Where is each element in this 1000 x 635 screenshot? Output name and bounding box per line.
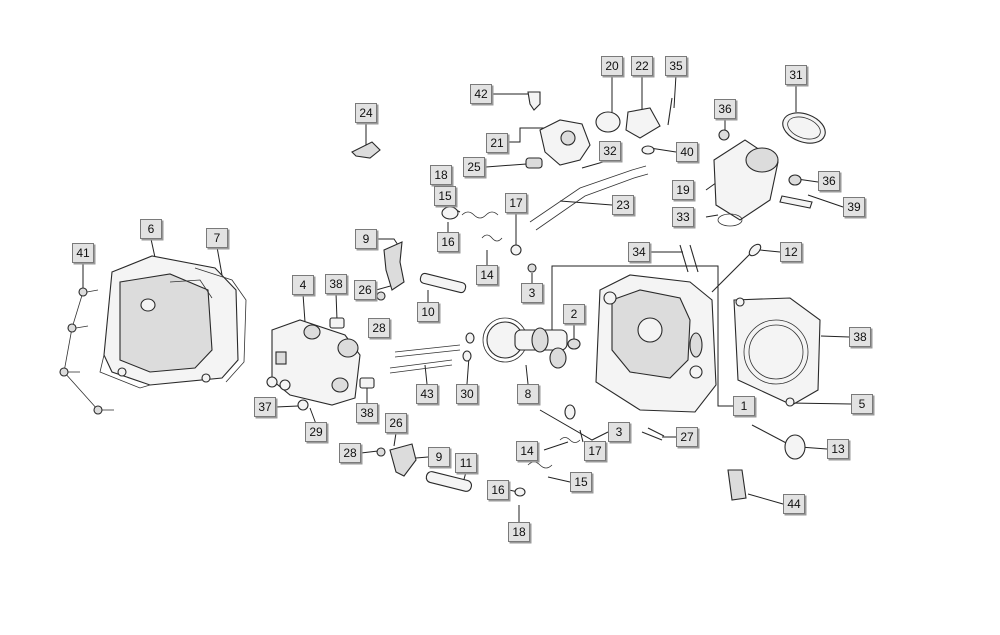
dowel-pin: [359, 377, 375, 389]
callout-18: 18: [430, 165, 452, 185]
callout-3: 3: [608, 422, 630, 442]
callout-17: 17: [584, 441, 606, 461]
callout-21: 21: [486, 133, 508, 153]
callout-37: 37: [254, 397, 276, 417]
bracket: [351, 141, 381, 159]
cylinder-head: [595, 274, 717, 413]
callout-26: 26: [354, 280, 376, 300]
callout-28: 28: [368, 318, 390, 338]
callout-9: 9: [428, 447, 450, 467]
callout-4: 4: [292, 275, 314, 295]
camshaft: [482, 317, 568, 369]
callout-10: 10: [417, 302, 439, 322]
callout-31: 31: [785, 65, 807, 85]
callout-20: 20: [601, 56, 623, 76]
callout-13: 13: [827, 439, 849, 459]
rocker-shaft: [425, 471, 473, 492]
callout-19: 19: [672, 180, 694, 200]
callout-11: 11: [455, 453, 477, 473]
callout-6: 6: [140, 219, 162, 239]
callout-7: 7: [206, 228, 228, 248]
callout-5: 5: [851, 394, 873, 414]
callout-30: 30: [456, 384, 478, 404]
dowel-pin: [329, 317, 345, 329]
callout-14: 14: [476, 265, 498, 285]
hose-clamp: [782, 112, 826, 144]
callout-43: 43: [416, 384, 438, 404]
rocker-arm: [383, 241, 405, 291]
callout-36: 36: [714, 99, 736, 119]
callout-8: 8: [517, 384, 539, 404]
callout-17: 17: [505, 193, 527, 213]
callout-26: 26: [385, 413, 407, 433]
callout-14: 14: [516, 441, 538, 461]
intake-manifold: [713, 139, 779, 221]
callout-18: 18: [508, 522, 530, 542]
cylinder-head-cover: [99, 255, 239, 389]
callout-33: 33: [672, 207, 694, 227]
callout-1: 1: [733, 396, 755, 416]
callout-38: 38: [325, 274, 347, 294]
spring: [567, 338, 581, 350]
callout-38: 38: [356, 403, 378, 423]
callout-44: 44: [783, 494, 805, 514]
callout-38: 38: [849, 327, 871, 347]
thermostat-housing: [525, 119, 591, 169]
callout-23: 23: [612, 195, 634, 215]
callout-22: 22: [631, 56, 653, 76]
callout-2: 2: [563, 304, 585, 324]
callout-42: 42: [470, 84, 492, 104]
rocker-shaft: [419, 272, 467, 294]
callout-9: 9: [355, 229, 377, 249]
callout-27: 27: [676, 427, 698, 447]
callout-40: 40: [676, 142, 698, 162]
callout-36: 36: [818, 171, 840, 191]
callout-28: 28: [339, 443, 361, 463]
rocker-arm: [389, 443, 417, 477]
callout-41: 41: [72, 243, 94, 263]
callout-16: 16: [487, 480, 509, 500]
callout-32: 32: [599, 141, 621, 161]
valve-springs-top: [441, 206, 522, 256]
callout-15: 15: [570, 472, 592, 492]
callout-16: 16: [437, 232, 459, 252]
callout-15: 15: [434, 186, 456, 206]
cylinder-head-gasket: [733, 297, 821, 407]
callout-34: 34: [628, 242, 650, 262]
spark-plug: [727, 469, 747, 501]
callout-39: 39: [843, 197, 865, 217]
cover-bolts: [59, 287, 114, 415]
callout-25: 25: [463, 157, 485, 177]
callout-24: 24: [355, 103, 377, 123]
rocker-arm-holder: [266, 319, 361, 411]
thermostat-cover: [625, 107, 661, 139]
washer: [465, 332, 475, 344]
callout-3: 3: [521, 283, 543, 303]
callout-29: 29: [305, 422, 327, 442]
head-cover-gasket: [194, 267, 247, 383]
callout-35: 35: [665, 56, 687, 76]
thermostat: [595, 111, 621, 133]
callout-12: 12: [780, 242, 802, 262]
washer: [462, 350, 472, 362]
